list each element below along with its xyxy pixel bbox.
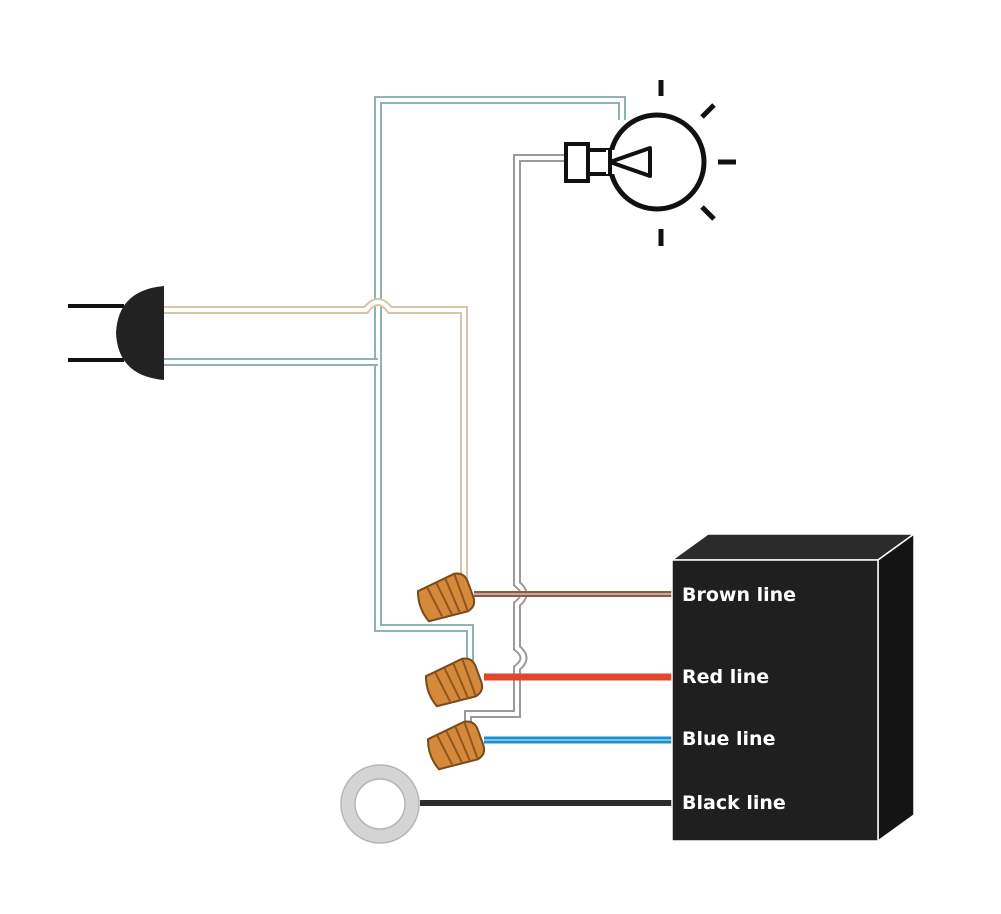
- teal-wire: [374, 96, 626, 690]
- wire-nut-icon: [424, 657, 484, 708]
- black-line-label: Black line: [682, 792, 786, 814]
- lamp-return-wire: [464, 154, 568, 740]
- brown-line-label: Brown line: [682, 584, 796, 606]
- wire-nut-icon: [426, 720, 486, 771]
- ground-ring-icon: [340, 764, 420, 844]
- red-line-label: Red line: [682, 666, 769, 688]
- blue-line-label: Blue line: [682, 728, 775, 750]
- wire-nut-icon: [416, 572, 476, 623]
- light-bulb-icon: [564, 80, 736, 246]
- plug-upper-wire: [162, 298, 468, 582]
- controller-box: [669, 532, 917, 843]
- plug-icon: [68, 286, 164, 380]
